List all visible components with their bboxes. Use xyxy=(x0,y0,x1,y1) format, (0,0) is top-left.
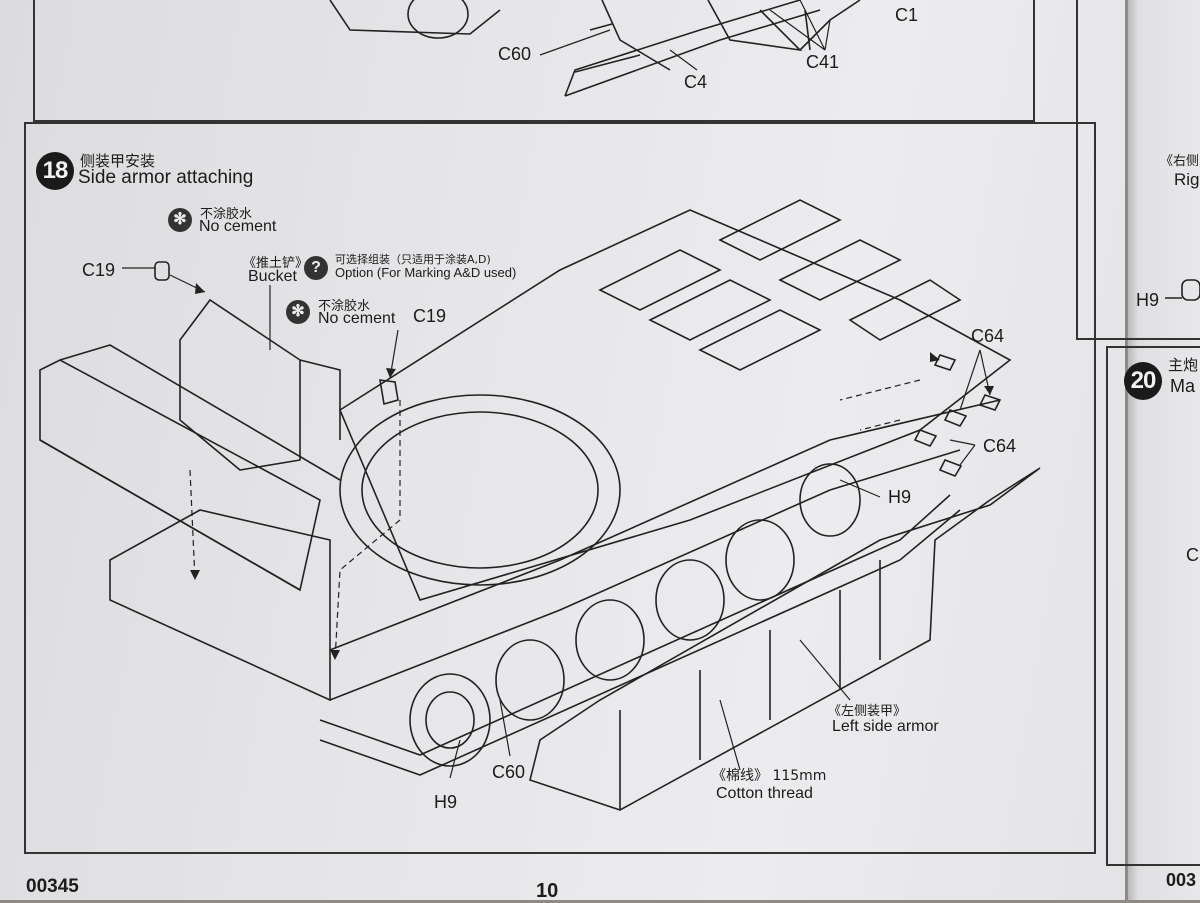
step-title-cn: 侧装甲安装 xyxy=(80,152,156,170)
right-page-cn: 《右侧 xyxy=(1160,154,1200,169)
part-label-c19-right: C19 xyxy=(413,306,447,326)
right-step-en: Ma xyxy=(1170,376,1196,396)
right-page-footer: 003 xyxy=(1166,870,1197,890)
left-side-armor-en: Left side armor xyxy=(832,718,939,735)
bucket-cn: 《推土铲》 xyxy=(243,256,309,271)
right-step-number-badge: 20 xyxy=(1124,362,1162,400)
right-page-en: Rig xyxy=(1174,170,1200,189)
no-cement-2-en: No cement xyxy=(318,310,396,327)
right-step-cn: 主炮 xyxy=(1168,356,1199,374)
no-cement-icon: ✻ xyxy=(168,208,192,232)
step-title-en: Side armor attaching xyxy=(78,167,254,188)
option-en: Option (For Marking A&D used) xyxy=(335,265,517,280)
product-code: 00345 xyxy=(26,876,79,897)
part-label-c64-lower: C64 xyxy=(983,436,1017,456)
instruction-page xyxy=(0,0,1125,900)
cotton-thread-en: Cotton thread xyxy=(716,785,813,802)
right-page-h9: H9 xyxy=(1136,290,1160,310)
part-label-c41: C41 xyxy=(806,52,840,72)
right-step-frame-upper xyxy=(1076,0,1200,340)
step-17-frame xyxy=(33,0,1035,122)
no-cement-1-en: No cement xyxy=(199,218,277,235)
step-number-badge: 18 xyxy=(36,152,74,190)
part-label-c60-top: C60 xyxy=(498,44,532,64)
no-cement-1-cn: 不涂胶水 xyxy=(200,207,253,222)
right-step-frame-lower xyxy=(1106,346,1200,866)
part-label-c19-left: C19 xyxy=(82,260,116,280)
part-label-h9-right: H9 xyxy=(888,487,912,507)
part-label-c4: C4 xyxy=(684,72,708,92)
option-cn: 可选择组装（只适用于涂装A,D) xyxy=(335,253,491,266)
cotton-thread-cn: 《棉线》 115mm xyxy=(712,768,827,784)
left-side-armor-cn: 《左侧装甲》 xyxy=(828,704,907,719)
no-cement-2-cn: 不涂胶水 xyxy=(318,299,371,314)
question-icon: ? xyxy=(304,256,328,280)
bucket-en: Bucket xyxy=(248,268,297,285)
part-label-c64-upper: C64 xyxy=(971,326,1005,346)
page-number: 10 xyxy=(536,880,559,902)
right-page-letter: C xyxy=(1186,545,1199,565)
part-label-c1: C1 xyxy=(895,5,919,25)
step-18-frame xyxy=(24,122,1096,854)
part-label-h9-bottom: H9 xyxy=(434,792,458,812)
part-label-c60: C60 xyxy=(492,762,526,782)
no-cement-icon: ✻ xyxy=(286,300,310,324)
next-page-edge xyxy=(1128,0,1200,900)
